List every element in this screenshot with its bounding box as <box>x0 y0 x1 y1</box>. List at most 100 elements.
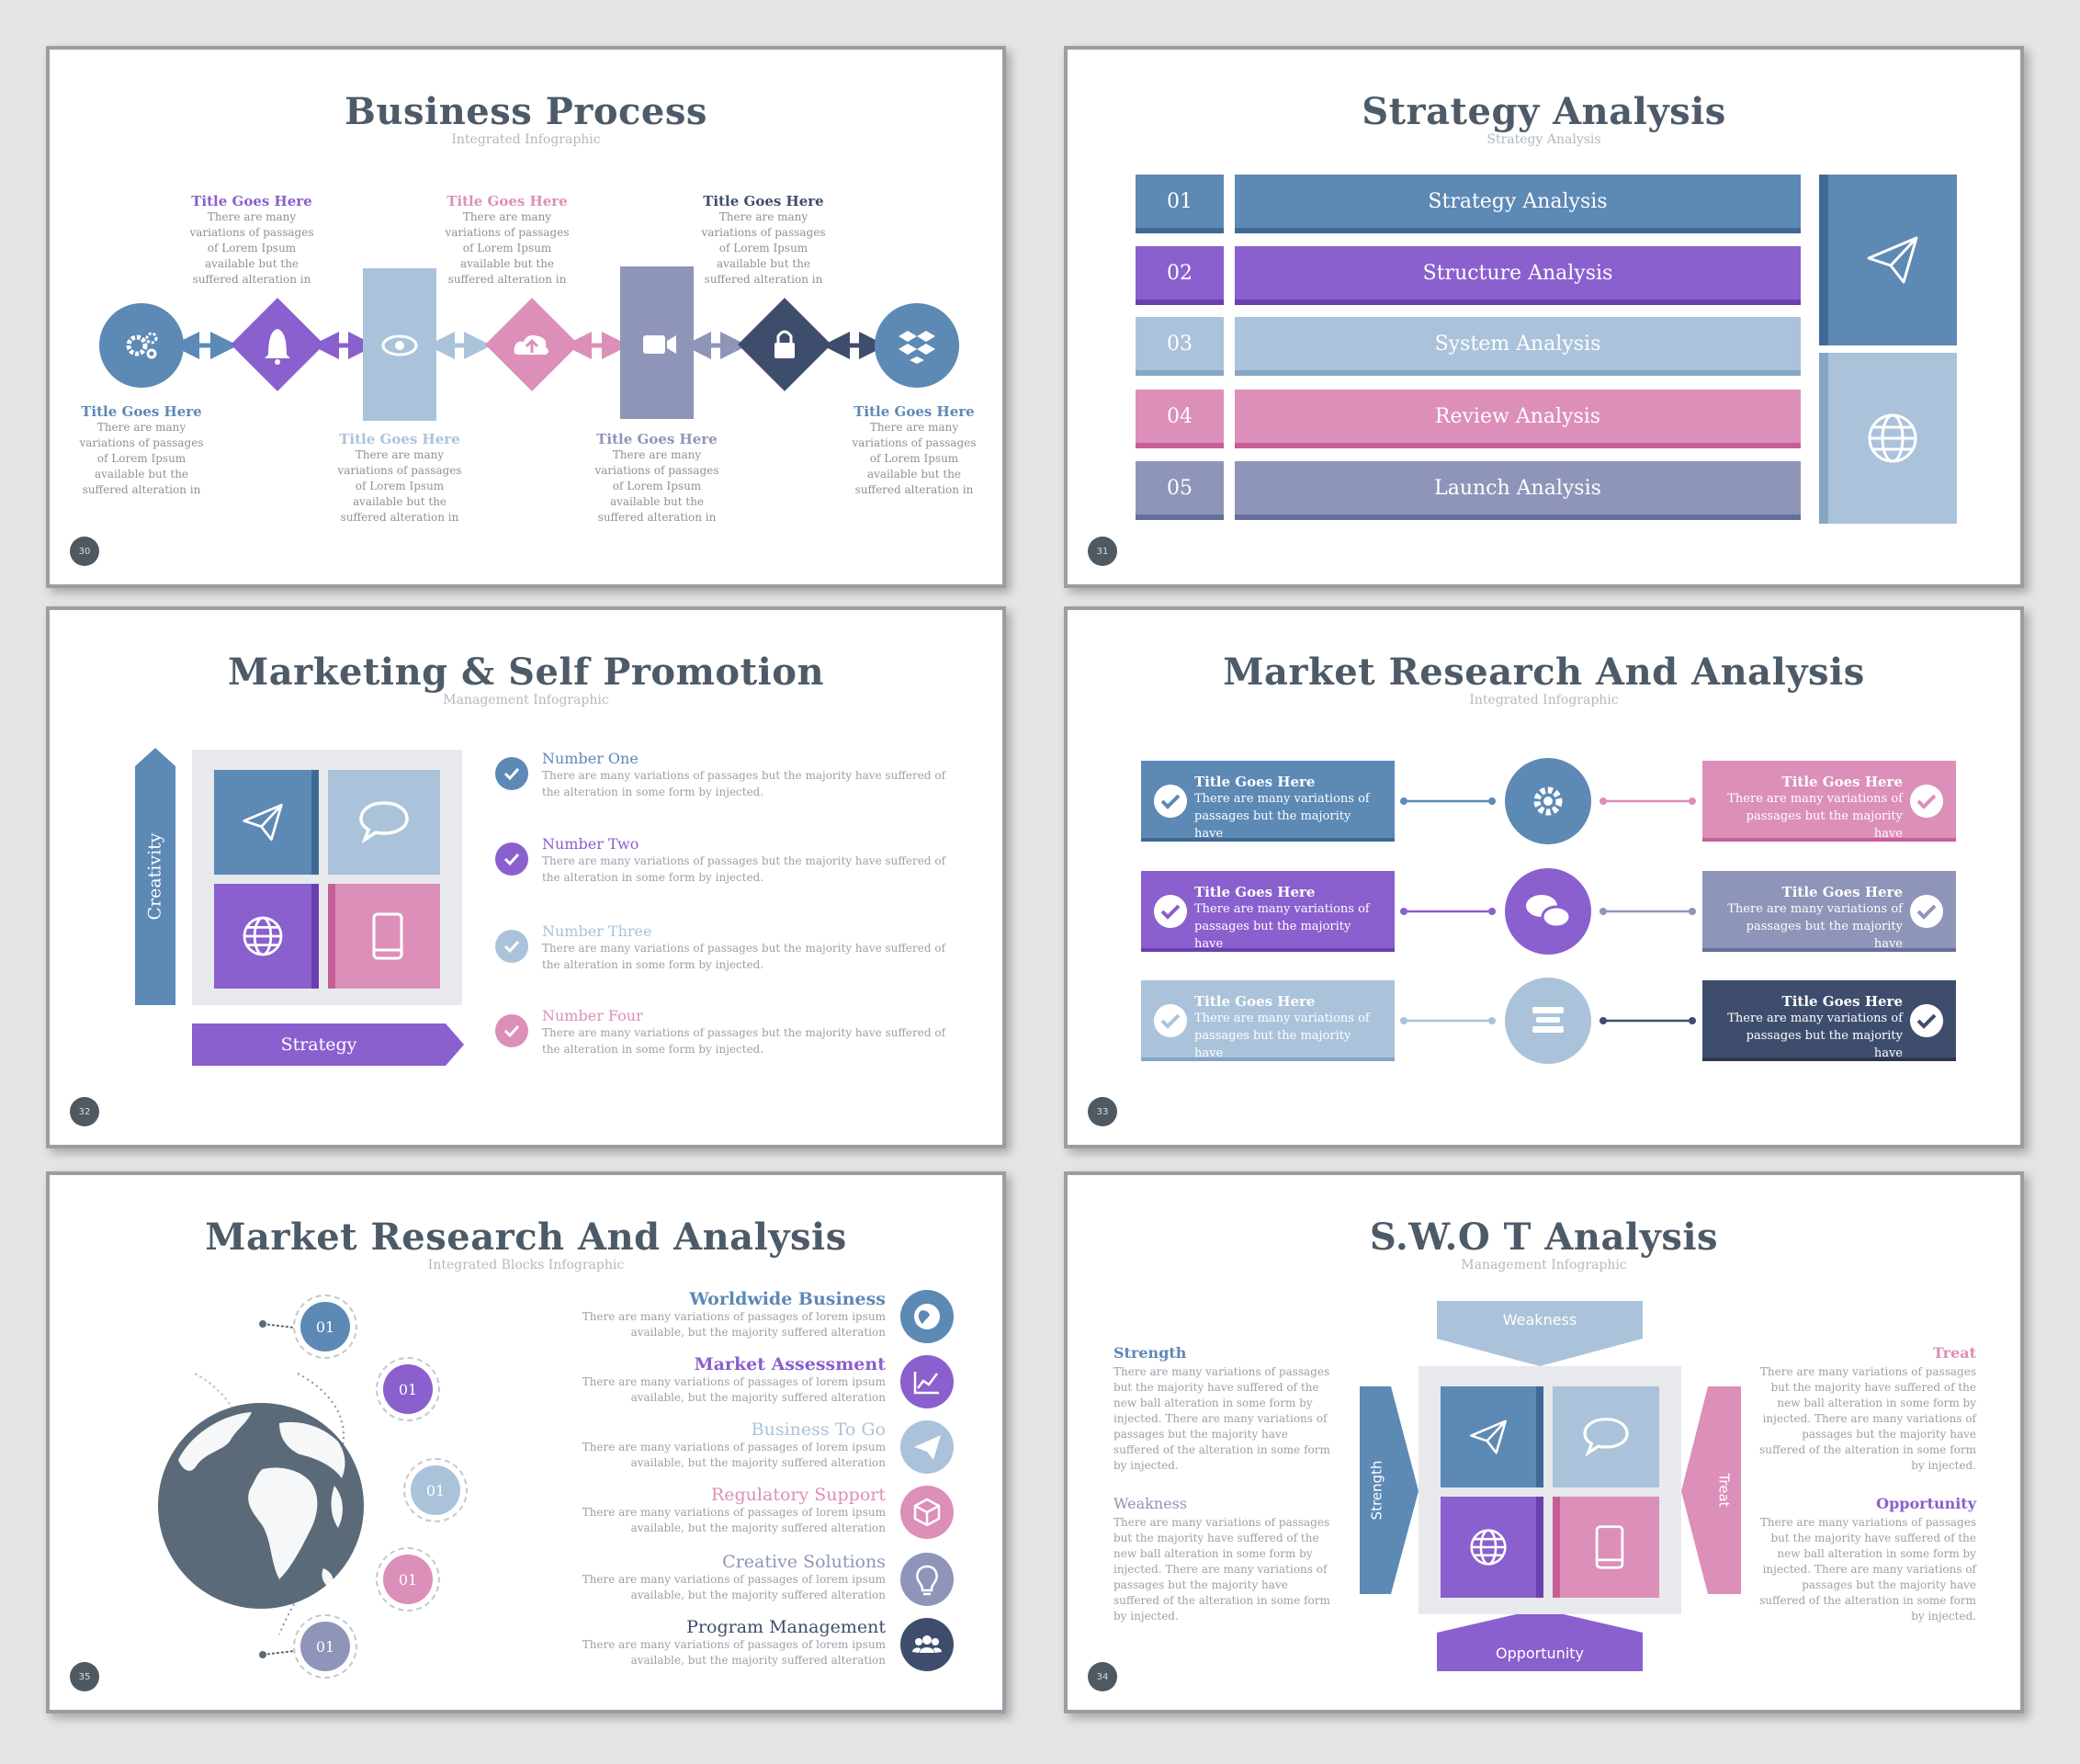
check-icon <box>495 930 528 963</box>
orbit-label: 01 <box>411 1465 460 1515</box>
info-box[interactable]: Title Goes Here There are many variation… <box>1141 761 1395 842</box>
service-text: There are many variations of passages of… <box>582 1310 886 1339</box>
check-icon <box>1154 785 1187 818</box>
point-title: Number Four <box>542 1007 643 1024</box>
point-text: There are many variations of passages bu… <box>542 942 946 971</box>
point-text: There are many variations of passages bu… <box>542 1026 946 1056</box>
info-box[interactable]: Title Goes Here There are many variation… <box>1702 761 1956 842</box>
strategy-arrow <box>192 1023 464 1066</box>
paper-plane-icon <box>1470 1419 1507 1454</box>
globe-icon <box>1868 413 1917 463</box>
box-title: Title Goes Here <box>1194 993 1316 1010</box>
box-title: Title Goes Here <box>1781 993 1903 1010</box>
check-icon <box>495 1014 528 1047</box>
row-label[interactable]: Review Analysis <box>1235 390 1801 448</box>
slide-title: S.W.O T Analysis <box>1369 1216 1719 1259</box>
slide-number: 30 <box>70 537 99 566</box>
cloud-upload-icon <box>514 334 548 355</box>
slide-marketing-self-promotion[interactable]: Marketing & Self Promotion Management In… <box>46 606 1006 1148</box>
item-text: There are many variations of passages of… <box>594 448 719 524</box>
slide-business-process[interactable]: Business Process Integrated Infographic <box>46 46 1006 588</box>
slide-subtitle: Management Infographic <box>1461 1258 1627 1272</box>
slide-title: Market Research And Analysis <box>205 1216 847 1259</box>
treat-label: Treat <box>1716 1473 1734 1508</box>
info-box[interactable]: Title Goes Here There are many variation… <box>1141 980 1395 1061</box>
lightbulb-icon <box>916 1565 938 1596</box>
point-title: Number Three <box>542 922 652 940</box>
number-point: Number Two There are many variations of … <box>542 835 946 886</box>
orbit-node[interactable]: 01 <box>403 1458 468 1522</box>
point-title: Number One <box>542 750 639 767</box>
point-text: There are many variations of passages bu… <box>542 769 946 798</box>
dropbox-icon <box>899 331 935 364</box>
row-label[interactable]: System Analysis <box>1235 317 1801 376</box>
opportunity-label: Opportunity <box>1495 1644 1584 1662</box>
row-label[interactable]: Strategy Analysis <box>1235 175 1801 233</box>
orbit-label: 01 <box>300 1302 350 1351</box>
slide-market-research-35[interactable]: Market Research And Analysis Integrated … <box>46 1171 1006 1713</box>
weakness-title: Weakness <box>1113 1495 1188 1512</box>
row-label[interactable]: Structure Analysis <box>1235 246 1801 305</box>
paper-plane-icon <box>1867 236 1918 284</box>
speech-bubble-icon <box>359 801 409 844</box>
item-text: There are many variations of passages of… <box>337 448 462 524</box>
paper-plane-icon <box>914 1435 941 1460</box>
info-box[interactable]: Title Goes Here There are many variation… <box>1141 871 1395 952</box>
info-box[interactable]: Title Goes Here There are many variation… <box>1702 871 1956 952</box>
orbit-node[interactable]: 01 <box>376 1547 440 1611</box>
weakness-label: Weakness <box>1502 1310 1577 1329</box>
slide-strategy-analysis[interactable]: Strategy Analysis Strategy Analysis 01 S… <box>1064 46 2024 588</box>
orbit-node[interactable]: 01 <box>376 1357 440 1421</box>
check-icon <box>1154 895 1187 928</box>
orbit-node[interactable]: 01 <box>293 1614 357 1679</box>
creativity-label: Creativity <box>145 832 165 921</box>
item-title: Title Goes Here <box>596 431 718 447</box>
service-text: There are many variations of passages of… <box>582 1638 886 1667</box>
service-title: Creative Solutions <box>722 1552 886 1572</box>
row-number: 04 <box>1136 390 1224 448</box>
item-title: Title Goes Here <box>191 193 312 209</box>
slide-market-research-33[interactable]: Market Research And Analysis Integrated … <box>1064 606 2024 1148</box>
box-text: There are many variations of passages bu… <box>1194 1012 1370 1060</box>
orbit-node[interactable]: 01 <box>293 1295 357 1359</box>
slide-subtitle: Management Infographic <box>443 693 609 707</box>
strategy-label: Strategy <box>280 1035 357 1055</box>
service-title: Business To Go <box>751 1419 886 1440</box>
grid-tile <box>1441 1497 1543 1598</box>
chat-bubbles-icon <box>1526 895 1572 929</box>
process-item-bottom: Title Goes Here There are many variation… <box>588 431 726 526</box>
grid-tile <box>214 884 319 989</box>
bell-icon <box>265 329 290 365</box>
speech-bubble-icon <box>1583 1418 1629 1457</box>
service-item: Worldwide Business There are many variat… <box>537 1289 886 1340</box>
item-text: There are many variations of passages of… <box>445 210 570 286</box>
side-tile <box>1819 353 1957 524</box>
check-icon <box>1910 895 1943 928</box>
connector-lines <box>1400 758 1696 1064</box>
info-box[interactable]: Title Goes Here There are many variation… <box>1702 980 1956 1061</box>
users-icon <box>912 1635 942 1653</box>
check-icon <box>495 842 528 876</box>
process-item-top: Title Goes Here There are many variation… <box>695 193 832 288</box>
process-item-top: Title Goes Here There are many variation… <box>438 193 576 288</box>
slide-title: Strategy Analysis <box>1362 90 1726 133</box>
orbit-label: 01 <box>300 1622 350 1671</box>
service-item: Business To Go There are many variations… <box>537 1419 886 1471</box>
slide-swot-analysis[interactable]: S.W.O T Analysis Management Infographic … <box>1064 1171 2024 1713</box>
row-label[interactable]: Launch Analysis <box>1235 461 1801 520</box>
service-item: Regulatory Support There are many variat… <box>537 1485 886 1536</box>
database-icon <box>1532 1007 1564 1033</box>
grid-tile <box>1441 1386 1543 1487</box>
box-text: There are many variations of passages bu… <box>1727 902 1903 951</box>
item-title: Title Goes Here <box>339 431 460 447</box>
orbit-label: 01 <box>383 1364 433 1414</box>
service-title: Regulatory Support <box>710 1485 886 1505</box>
process-node-circle <box>99 303 184 388</box>
slide-title: Business Process <box>345 90 707 133</box>
swot-arrows <box>1360 1301 1741 1671</box>
box-title: Title Goes Here <box>1194 884 1316 900</box>
check-icon <box>1910 785 1943 818</box>
globe-icon <box>243 916 283 956</box>
world-globe <box>158 1373 364 1635</box>
slide-subtitle: Integrated Blocks Infographic <box>427 1258 625 1272</box>
